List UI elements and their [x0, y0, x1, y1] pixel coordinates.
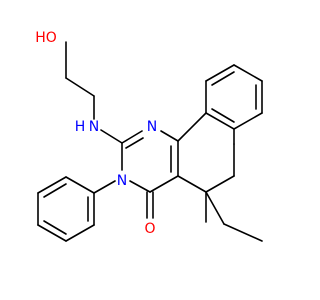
- bond-bz-5: [233, 112, 263, 130]
- ring-n3-label: N: [117, 173, 127, 189]
- atom-labels: HO N H N N O: [35, 30, 157, 237]
- bond-c4-n3: [129, 180, 151, 193]
- bond-ph-inner-1: [43, 183, 67, 198]
- bond-bz-inner-3: [211, 108, 235, 123]
- bond-n3-ph: [93, 180, 116, 194]
- bond-bz-6: [205, 112, 235, 130]
- bond-c4a-c5: [177, 175, 207, 193]
- bond-c2-n1-double: [125, 137, 144, 149]
- bond-n1-c10b: [160, 130, 179, 142]
- bond-ph-1: [65, 176, 95, 194]
- bond-c5-c6: [205, 175, 235, 193]
- carbonyl-o-label: O: [144, 221, 155, 237]
- amine-n-label: N: [89, 119, 99, 135]
- alkyl-substituents: [205, 191, 263, 242]
- pyrimidinone-ring: [121, 130, 179, 219]
- bond-c2-n1: [121, 130, 143, 144]
- bond-c-c: [65, 77, 95, 97]
- hydroxyl-label: HO: [35, 30, 57, 46]
- bond-bz-3: [233, 64, 263, 82]
- bond-c4a-c4: [149, 175, 179, 193]
- bond-bz-2: [205, 64, 235, 82]
- bond-ethyl-ch3: [223, 223, 263, 242]
- dihydro-ring: [177, 112, 235, 193]
- phenyl-ring: [37, 176, 116, 242]
- bond-ph-4: [37, 224, 67, 242]
- bond-c5-ethyl: [205, 191, 225, 225]
- bond-ph-5: [65, 224, 95, 242]
- amine-h-label: H: [75, 119, 86, 135]
- hydroxyethylamino-chain: [65, 41, 123, 144]
- bond-nh-c2: [100, 129, 123, 144]
- ring-n1-label: N: [147, 119, 157, 135]
- bond-bz-inner-1: [211, 71, 235, 86]
- bond-ph-2: [37, 176, 67, 194]
- bond-ph-inner-2: [43, 220, 67, 235]
- molecule-structure: HO N H N N O: [35, 30, 263, 242]
- benzo-ring: [205, 64, 263, 145]
- bond-c10a-c10b: [177, 112, 207, 142]
